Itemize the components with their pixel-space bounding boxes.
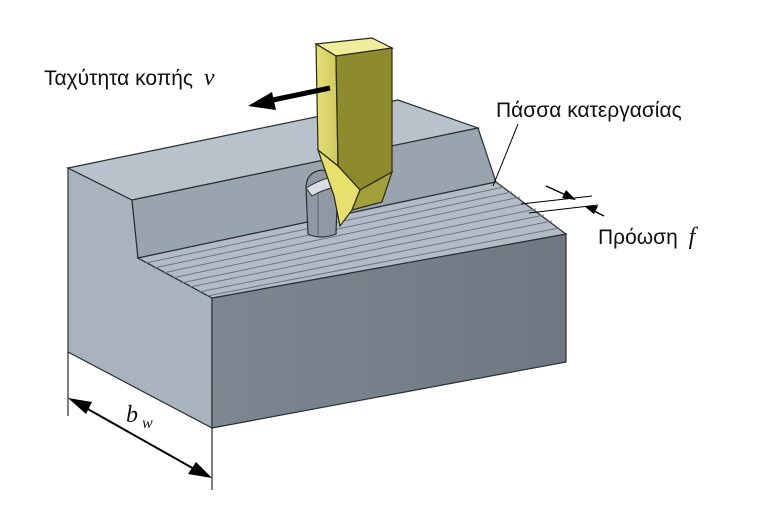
tool-front-face xyxy=(315,42,339,168)
cutting-speed-label: Ταχύτητα κοπής v xyxy=(44,65,215,91)
cutting-speed-arrowhead xyxy=(248,92,276,110)
machining-pass-label: Πάσσα κατεργασίας xyxy=(496,99,682,122)
width-dimension: b w xyxy=(67,352,213,490)
width-arrowhead-right xyxy=(188,462,212,478)
machining-pass-indicator: Πάσσα κατεργασίας xyxy=(492,99,682,187)
feed-label: Πρόωση f xyxy=(598,224,699,250)
feed-indicator: Πρόωση f xyxy=(520,185,699,250)
tool-tip-flank xyxy=(350,170,394,211)
workpiece-block xyxy=(66,99,568,429)
feed-arrowhead-bottom xyxy=(584,206,598,214)
width-label: b w xyxy=(126,402,153,432)
tool-side-face xyxy=(335,47,393,191)
feed-arrowhead-top xyxy=(562,190,576,200)
cutting-tool xyxy=(314,37,394,228)
width-arrowhead-left xyxy=(68,398,92,414)
cutting-speed-indicator: Ταχύτητα κοπής v xyxy=(44,65,331,110)
